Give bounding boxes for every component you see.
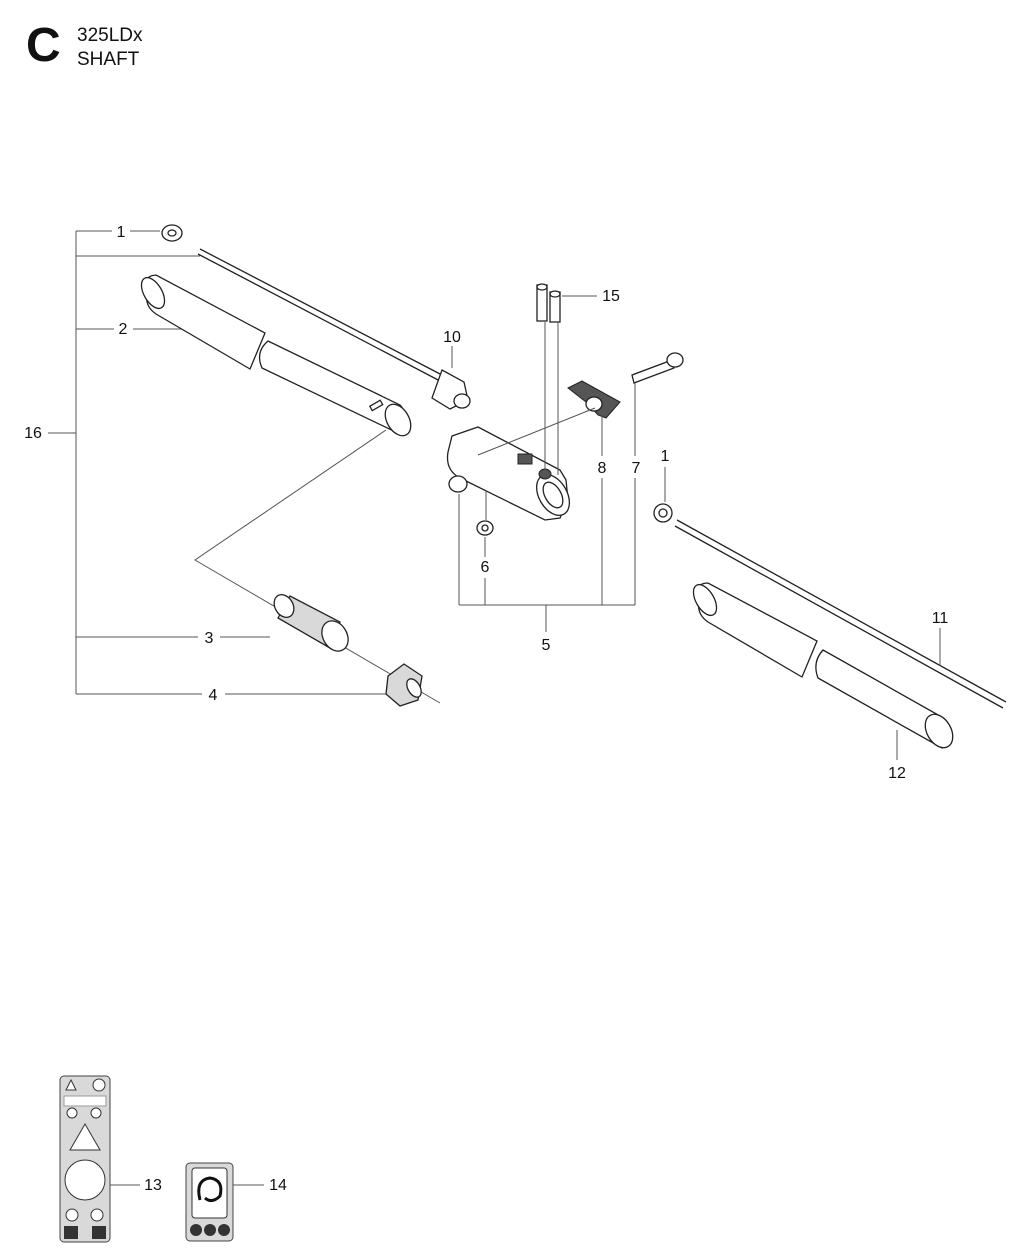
- tube-2-section-a: [140, 274, 266, 370]
- callout-8: 8: [598, 460, 607, 477]
- callout-1-right: 1: [661, 448, 670, 465]
- callout-12: 12: [888, 765, 906, 782]
- bracket-5-lines: [458, 494, 635, 632]
- callout-11: 11: [932, 610, 949, 627]
- clamp-body-5: [446, 426, 571, 521]
- nut-4: [385, 663, 423, 707]
- drive-shaft-upper: [197, 248, 443, 382]
- nut-6: [476, 490, 494, 557]
- bracket-16-lines: [48, 230, 390, 695]
- callout-13: 13: [144, 1177, 162, 1194]
- callout-1-top: 1: [117, 224, 126, 241]
- shaft-path-line: [194, 429, 441, 704]
- tube-12-section-b: [815, 649, 954, 760]
- callout-10: 10: [443, 329, 461, 346]
- callout-6: 6: [481, 559, 490, 576]
- tube-2-section-b: [258, 340, 412, 437]
- decal-14: [185, 1162, 264, 1242]
- diagram-subtitle: SHAFT: [77, 49, 140, 70]
- washer-1-right: [653, 467, 673, 523]
- callout-5: 5: [542, 637, 551, 654]
- callout-2: 2: [119, 321, 128, 338]
- tube-12-section-a: [692, 582, 818, 678]
- callout-16: 16: [24, 425, 42, 442]
- callout-15: 15: [602, 288, 620, 305]
- callout-7: 7: [632, 460, 641, 477]
- knob-8: [477, 380, 621, 605]
- callout-14: 14: [269, 1177, 287, 1194]
- callout-4: 4: [209, 687, 218, 704]
- bearing-3: [273, 594, 349, 652]
- bushing-10: [431, 369, 471, 410]
- callout-3: 3: [205, 630, 214, 647]
- bolt-7: [631, 352, 684, 605]
- section-letter: C: [26, 19, 61, 72]
- decal-13: [59, 1075, 140, 1243]
- drive-shaft-11: [674, 519, 1007, 709]
- washer-1-top: [161, 224, 183, 242]
- screws-15: [536, 283, 597, 475]
- model-number: 325LDx: [77, 25, 143, 46]
